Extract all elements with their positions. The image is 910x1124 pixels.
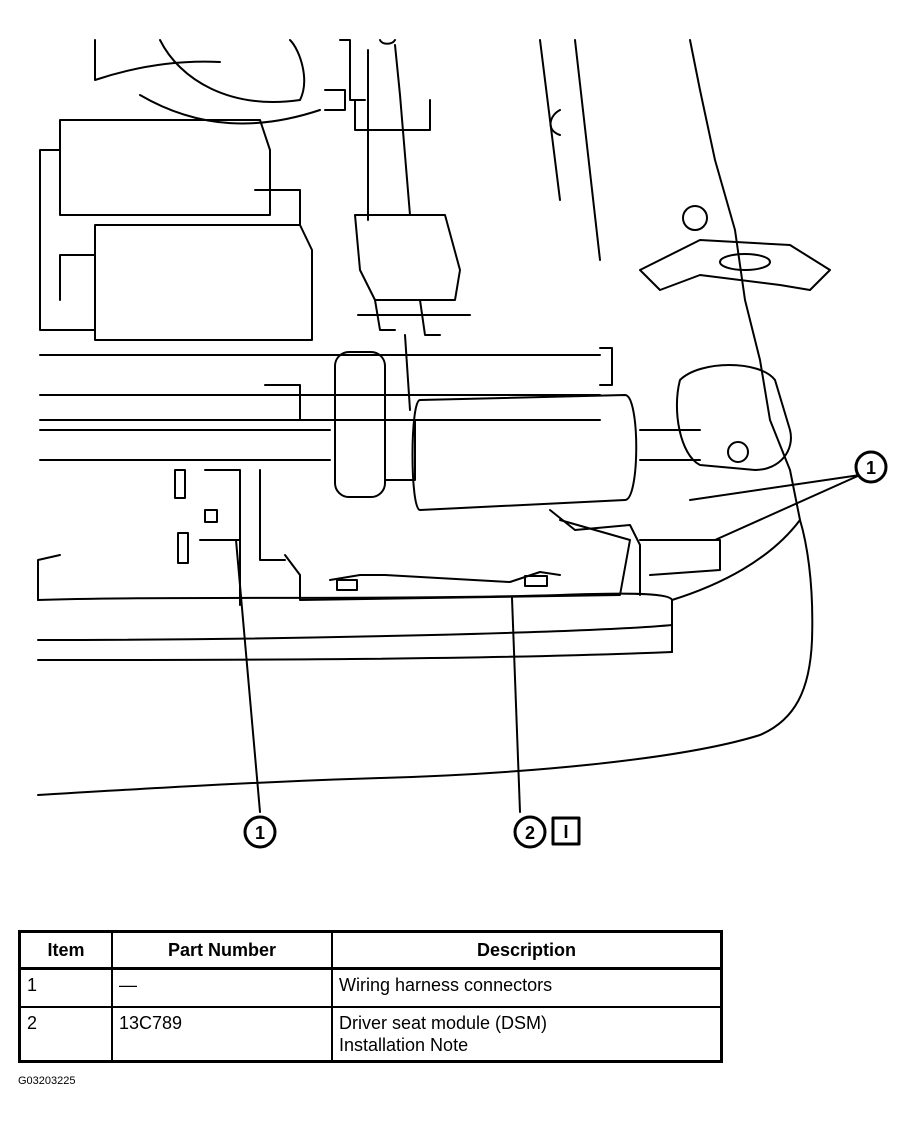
cell-description: Wiring harness connectors [332,968,722,1008]
callout-2: 2 I [513,815,581,849]
parts-table: Item Part Number Description 1 — Wiring … [18,930,723,1063]
callout-number: 2 [525,823,535,843]
cell-description: Driver seat module (DSM) Installation No… [332,1007,722,1063]
module-housing [174,384,721,606]
description-line: Driver seat module (DSM) [339,1013,548,1033]
leader-lines [235,474,861,813]
header-description: Description [332,931,722,970]
seat-module-illustration: 1 1 2 I [37,39,888,849]
callout-1-right: 1 [854,450,888,484]
cell-item: 2 [19,1007,113,1063]
header-part-number: Part Number [112,931,333,970]
cell-part-number: — [112,968,333,1008]
callout-number: 1 [866,458,876,478]
callout-1-bottom: 1 [243,815,277,849]
description-line: Wiring harness connectors [339,975,553,995]
table-row: 1 — Wiring harness connectors [19,968,722,1008]
motor-assembly [39,347,792,511]
right-bracket [539,39,831,291]
figure-id: G03203225 [18,1075,76,1087]
description-line: Installation Note [339,1035,469,1055]
table-row: 2 13C789 Driver seat module (DSM) Instal… [19,1007,722,1063]
table-header-row: Item Part Number Description [19,931,722,970]
seat-frame [37,39,814,796]
cell-part-number: 13C789 [112,1007,333,1063]
callout-number: 1 [255,823,265,843]
header-item: Item [19,931,113,970]
installation-note-icon [551,816,581,846]
vertical-shaft [354,44,471,411]
upper-mechanism [39,39,396,341]
installation-note-badge: I [563,822,568,842]
cell-item: 1 [19,968,113,1008]
